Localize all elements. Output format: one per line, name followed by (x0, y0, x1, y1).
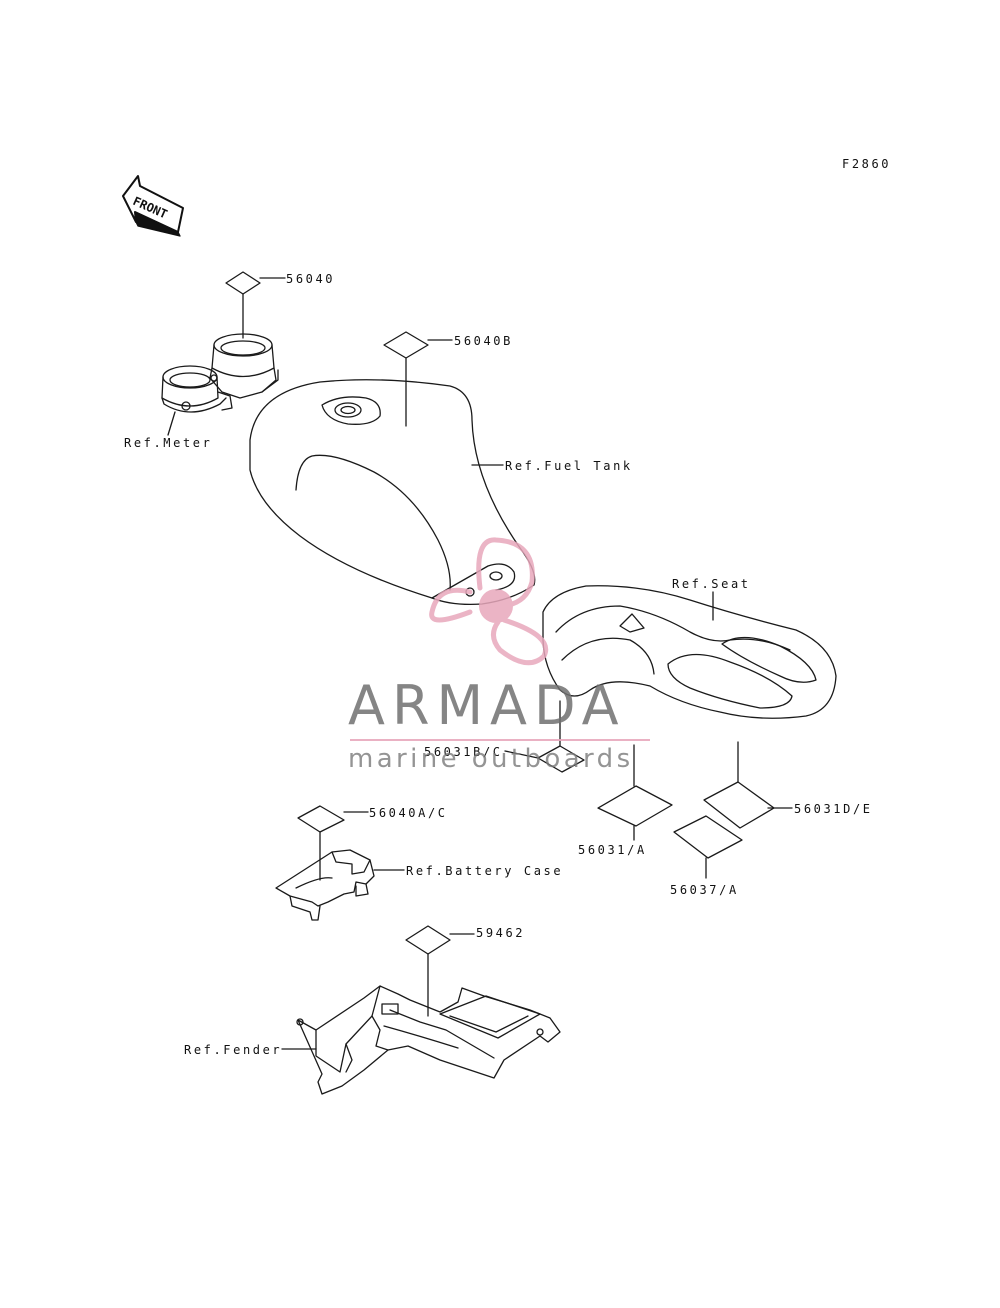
label-ref-seat: Ref.Seat (672, 577, 751, 591)
leader-ref-meter (167, 411, 176, 436)
label-ref-fender: Ref.Fender (184, 1043, 283, 1057)
decal-56040 (225, 271, 286, 339)
decal-56031-a (597, 744, 673, 841)
label-56031b-c: 56031B/C (424, 745, 503, 759)
battery-case (275, 849, 405, 921)
decal-56031d-e (703, 741, 793, 829)
decal-56040a-c (297, 805, 369, 881)
rear-fender (281, 985, 561, 1095)
front-arrow-icon: FRONT (122, 175, 184, 237)
label-59462: 59462 (476, 926, 526, 940)
decal-59462 (405, 925, 475, 1017)
decal-56031b-c (504, 700, 585, 773)
decal-56040b (383, 331, 453, 427)
label-56040: 56040 (286, 272, 336, 286)
label-ref-meter: Ref.Meter (124, 436, 213, 450)
seat (542, 585, 837, 719)
label-56040a-c: 56040A/C (369, 806, 448, 820)
fuel-tank (249, 379, 536, 606)
label-ref-fuel-tank: Ref.Fuel Tank (505, 459, 633, 473)
decal-56037-a (673, 815, 743, 879)
label-56031d-e: 56031D/E (794, 802, 873, 816)
armada-propeller-logo-icon (429, 537, 548, 666)
label-56040b: 56040B (454, 334, 513, 348)
label-56037-a: 56037/A (670, 883, 739, 897)
watermark-title: ARMADA (348, 674, 626, 737)
watermark-subtitle: marine outboards (348, 744, 634, 774)
label-56031-a: 56031/A (578, 843, 647, 857)
label-ref-battery-case: Ref.Battery Case (406, 864, 564, 878)
figure-code: F2860 (842, 157, 892, 171)
meter-assembly (161, 333, 279, 413)
watermark-divider (350, 739, 650, 741)
